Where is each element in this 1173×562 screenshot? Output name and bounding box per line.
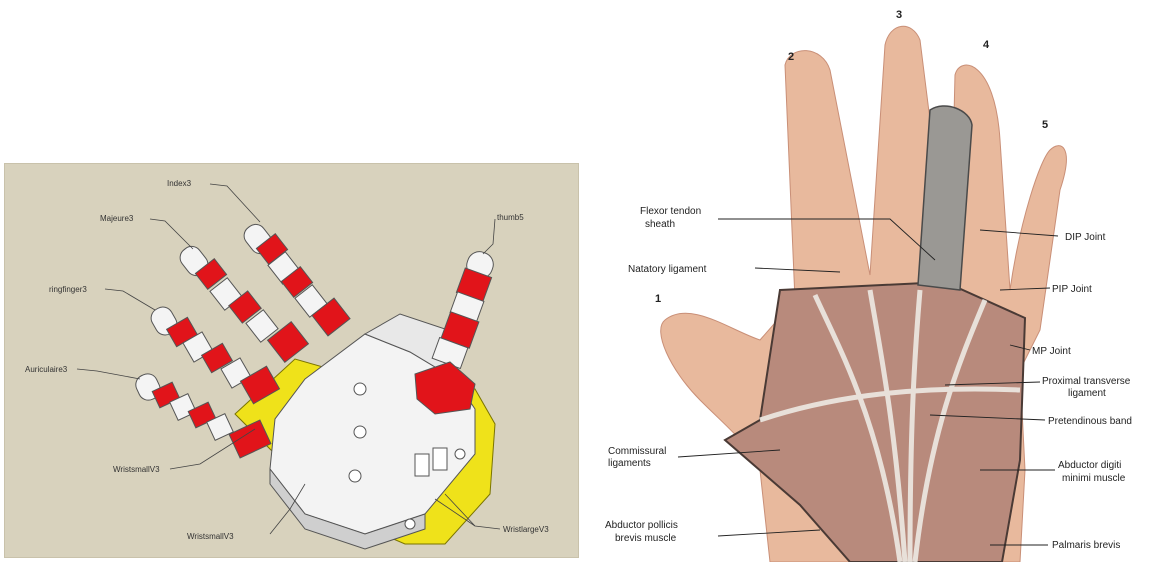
palm-anatomy-drawing: 1 2 3 4 5 Flexor tendon sheath Natatory … — [600, 0, 1173, 562]
label-abductor-digiti-2: minimi muscle — [1062, 473, 1126, 484]
finger-number-5: 5 — [1042, 119, 1048, 131]
finger-number-4: 4 — [983, 39, 990, 51]
label-proximal-2: ligament — [1068, 388, 1106, 399]
robotic-hand-cad-panel: Index3 Majeure3 ringfinger3 Auriculaire3… — [4, 163, 579, 558]
label-wristlarge: WristlargeV3 — [503, 525, 549, 534]
label-flexor-1: Flexor tendon — [640, 206, 701, 217]
label-pip-joint: PIP Joint — [1052, 284, 1092, 295]
finger-number-2: 2 — [788, 51, 794, 63]
label-palmaris-brevis: Palmaris brevis — [1052, 540, 1120, 551]
finger-number-3: 3 — [896, 9, 902, 21]
palm-anatomy-panel: 1 2 3 4 5 Flexor tendon sheath Natatory … — [600, 0, 1173, 562]
label-flexor-2: sheath — [645, 219, 675, 230]
label-abductor-digiti-1: Abductor digiti — [1058, 460, 1121, 471]
label-wristsmall-lower: WristsmallV3 — [187, 532, 234, 541]
label-abductor-pollicis-2: brevis muscle — [615, 533, 677, 544]
label-index: Index3 — [167, 179, 192, 188]
label-proximal-1: Proximal transverse — [1042, 376, 1131, 387]
finger-number-1: 1 — [655, 293, 661, 305]
label-commissural-1: Commissural — [608, 446, 666, 457]
label-major: Majeure3 — [100, 214, 134, 223]
label-mp-joint: MP Joint — [1032, 346, 1071, 357]
label-abductor-pollicis-1: Abductor pollicis — [605, 520, 678, 531]
label-thumb: thumb5 — [497, 213, 524, 222]
label-wristsmall-upper: WristsmallV3 — [113, 465, 160, 474]
label-ringfinger: ringfinger3 — [49, 285, 87, 294]
label-auricular: Auriculaire3 — [25, 365, 68, 374]
label-natatory: Natatory ligament — [628, 264, 707, 275]
robotic-hand-cad-drawing: Index3 Majeure3 ringfinger3 Auriculaire3… — [5, 164, 578, 557]
label-dip-joint: DIP Joint — [1065, 232, 1106, 243]
label-commissural-2: ligaments — [608, 458, 651, 469]
label-pretendinous: Pretendinous band — [1048, 416, 1132, 427]
